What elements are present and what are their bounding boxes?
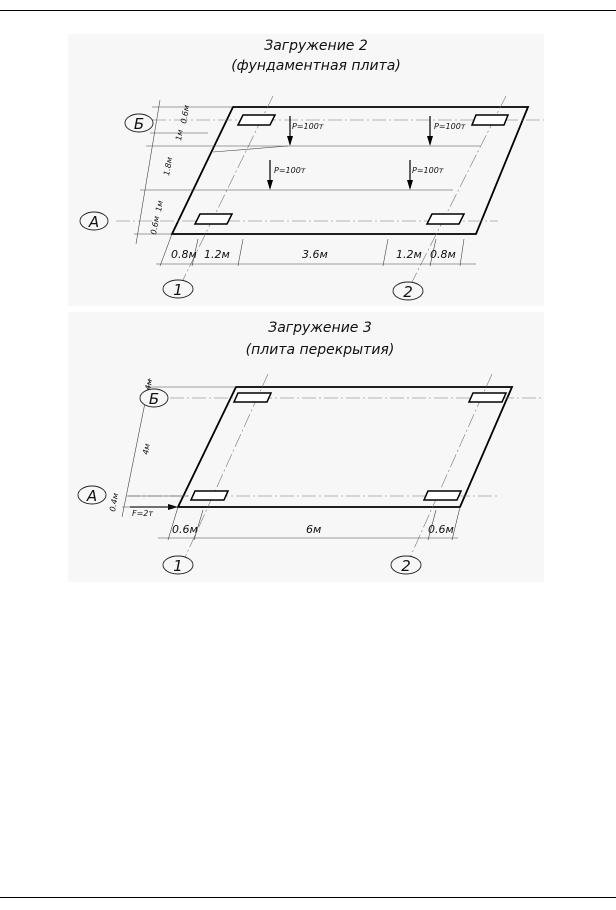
bottom-ext-1 <box>167 506 179 541</box>
slope-line <box>212 145 289 153</box>
axis-label-b: Б <box>149 390 159 408</box>
pad-a1 <box>189 490 230 501</box>
load-arrowhead-3 <box>267 180 273 190</box>
pad-b1 <box>232 392 273 403</box>
pad-b2 <box>470 114 510 126</box>
left-dim-2: 1м <box>174 129 185 142</box>
bottom-dim-5: 0.8м <box>430 248 456 261</box>
figure-loading-2: Загружение 2 (фундаментная плита) P=100т… <box>68 34 544 306</box>
page-top-rule <box>0 10 616 11</box>
pad-b2 <box>467 392 508 403</box>
load-arrowhead-4 <box>407 180 413 190</box>
axis-label-1: 1 <box>173 557 183 575</box>
pad-a2 <box>422 490 463 501</box>
axis-marker-2 <box>390 555 422 575</box>
pad-a1 <box>193 213 234 225</box>
loading-3-title: Загружение 3 <box>268 320 372 336</box>
left-dim-4: 1м <box>154 200 165 213</box>
axis-marker-b <box>124 113 154 133</box>
pad-a2 <box>425 213 466 225</box>
slab-outline <box>176 386 514 508</box>
left-dim-2: 4м <box>141 443 152 456</box>
axis-label-1: 1 <box>173 281 183 299</box>
loading-2-subtitle: (фундаментная плита) <box>231 58 401 74</box>
axis-label-2: 2 <box>403 283 413 301</box>
bottom-ext-1 <box>159 233 173 267</box>
axis-line-1 <box>182 373 269 563</box>
bottom-dim-1: 0.8м <box>171 248 197 261</box>
force-label: F=2т <box>132 509 153 518</box>
bottom-ext-2 <box>191 238 199 267</box>
load-label-4: P=100т <box>412 166 444 175</box>
bottom-dim-3: 3.6м <box>302 248 328 261</box>
axis-marker-1 <box>162 279 194 299</box>
loading-2-drawing: Загружение 2 (фундаментная плита) P=100т… <box>79 38 544 301</box>
left-dim-3: 0.4м <box>108 492 120 512</box>
bottom-dim-4: 1.2м <box>396 248 422 261</box>
load-label-2: P=100т <box>434 122 466 131</box>
loading-2-title: Загружение 2 <box>264 38 368 54</box>
axis-marker-b <box>139 388 169 408</box>
left-dim-5: 0.6м <box>149 215 161 235</box>
figure-loading-3: Загружение 3 (плита перекрытия) F=2т 0.4… <box>68 312 544 582</box>
loading-3-subtitle: (плита перекрытия) <box>246 342 395 358</box>
left-dim-3: 1.8м <box>162 156 174 176</box>
bottom-ext-6 <box>459 238 465 267</box>
load-label-3: P=100т <box>274 166 306 175</box>
axis-marker-2 <box>392 281 424 301</box>
bottom-ext-3 <box>427 509 437 541</box>
loading-3-drawing: Загружение 3 (плита перекрытия) F=2т 0.4… <box>77 320 544 575</box>
bottom-dim-2: 6м <box>306 523 321 536</box>
bottom-ext-4 <box>382 238 389 267</box>
axis-marker-a <box>79 211 109 231</box>
pad-b1 <box>236 114 277 126</box>
page-bottom-rule <box>0 897 616 898</box>
load-arrowhead-1 <box>287 136 293 146</box>
bottom-dim-2: 1.2м <box>204 248 230 261</box>
axis-line-1 <box>179 95 274 287</box>
bottom-ext-5 <box>429 238 437 267</box>
axis-marker-a <box>77 485 107 505</box>
axis-label-2: 2 <box>401 557 411 575</box>
axis-label-a: А <box>86 487 97 505</box>
axis-line-2 <box>409 95 507 287</box>
bottom-ext-2 <box>193 509 204 541</box>
bottom-dim-3: 0.6м <box>428 523 454 536</box>
load-arrowhead-2 <box>427 136 433 146</box>
bottom-ext-3 <box>237 238 244 267</box>
bottom-ext-4 <box>451 506 461 541</box>
left-dim-1: 0.6м <box>179 104 191 124</box>
load-label-1: P=100т <box>292 122 324 131</box>
axis-marker-1 <box>162 555 194 575</box>
axis-label-b: Б <box>134 115 144 133</box>
left-dim-line <box>135 99 161 245</box>
axis-label-a: А <box>88 213 99 231</box>
axis-line-2 <box>407 373 493 563</box>
bottom-dim-1: 0.6м <box>172 523 198 536</box>
slab-outline <box>170 106 530 235</box>
